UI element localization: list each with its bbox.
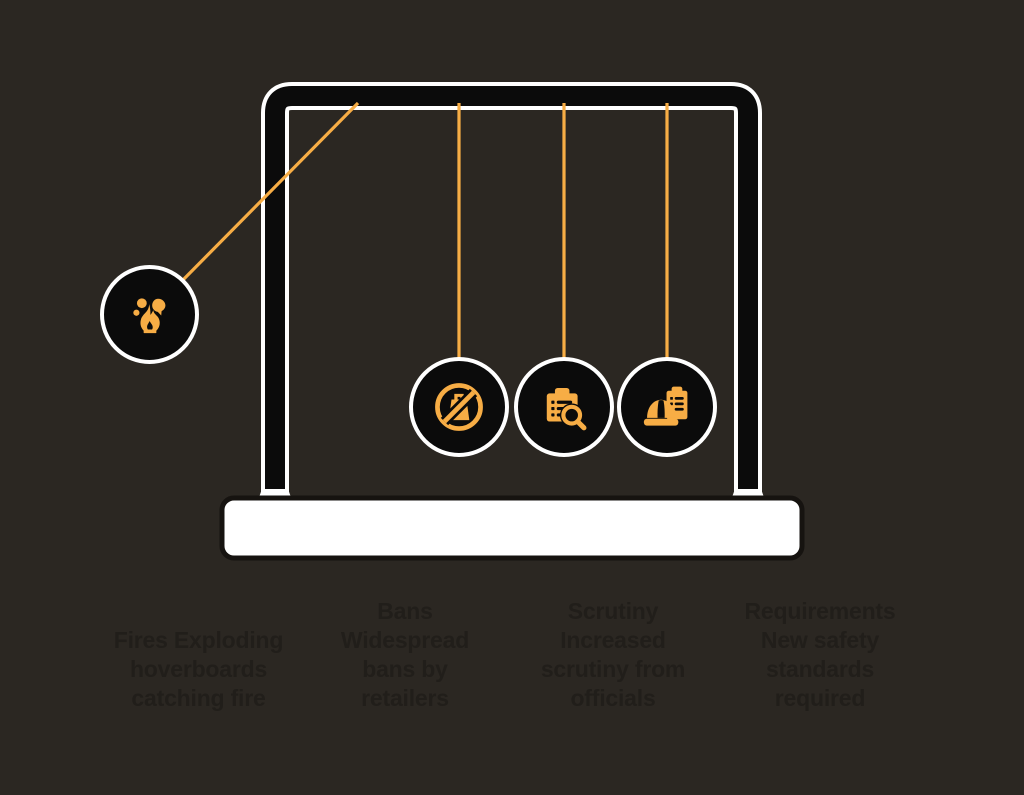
caption-scrutiny-line4: officials — [570, 685, 656, 711]
caption-fires: Fires Exploding hoverboards catching fir… — [76, 626, 321, 713]
caption-bans-line2: Widespread — [340, 627, 470, 653]
clipboard-search-icon — [535, 378, 593, 436]
caption-fires-line2: hoverboards — [129, 656, 268, 682]
cradle-base — [219, 495, 805, 561]
fire-icon — [121, 286, 179, 344]
pendulum-ball-scrutiny[interactable] — [514, 357, 614, 457]
caption-fires-line1: Fires Exploding — [113, 627, 284, 653]
hardhat-clipboard-icon — [638, 378, 696, 436]
pendulum-ball-bans[interactable] — [409, 357, 509, 457]
caption-fires-line3: catching fire — [131, 685, 266, 711]
pendulum-ball-fires[interactable] — [100, 265, 199, 364]
caption-bans-line4: retailers — [361, 685, 449, 711]
pendulum-ball-requirements[interactable] — [617, 357, 717, 457]
caption-requirements: Requirements New safety standards requir… — [720, 597, 920, 713]
caption-scrutiny-line3: scrutiny from — [540, 656, 686, 682]
caption-requirements-line4: required — [774, 685, 866, 711]
caption-requirements-line3: standards — [765, 656, 875, 682]
pendulum-strings — [174, 101, 669, 362]
caption-requirements-line1: Requirements — [744, 598, 896, 624]
caption-bans-line3: bans by — [362, 656, 448, 682]
caption-bans: Bans Widespread bans by retailers — [310, 597, 500, 713]
no-bag-icon — [429, 377, 489, 437]
cradle-arch — [261, 82, 762, 500]
caption-scrutiny-line1: Scrutiny — [567, 598, 659, 624]
caption-requirements-line2: New safety — [760, 627, 880, 653]
string-fires — [174, 101, 360, 289]
caption-scrutiny-line2: Increased — [560, 627, 666, 653]
caption-bans-line1: Bans — [377, 598, 433, 624]
caption-scrutiny: Scrutiny Increased scrutiny from officia… — [513, 597, 713, 713]
